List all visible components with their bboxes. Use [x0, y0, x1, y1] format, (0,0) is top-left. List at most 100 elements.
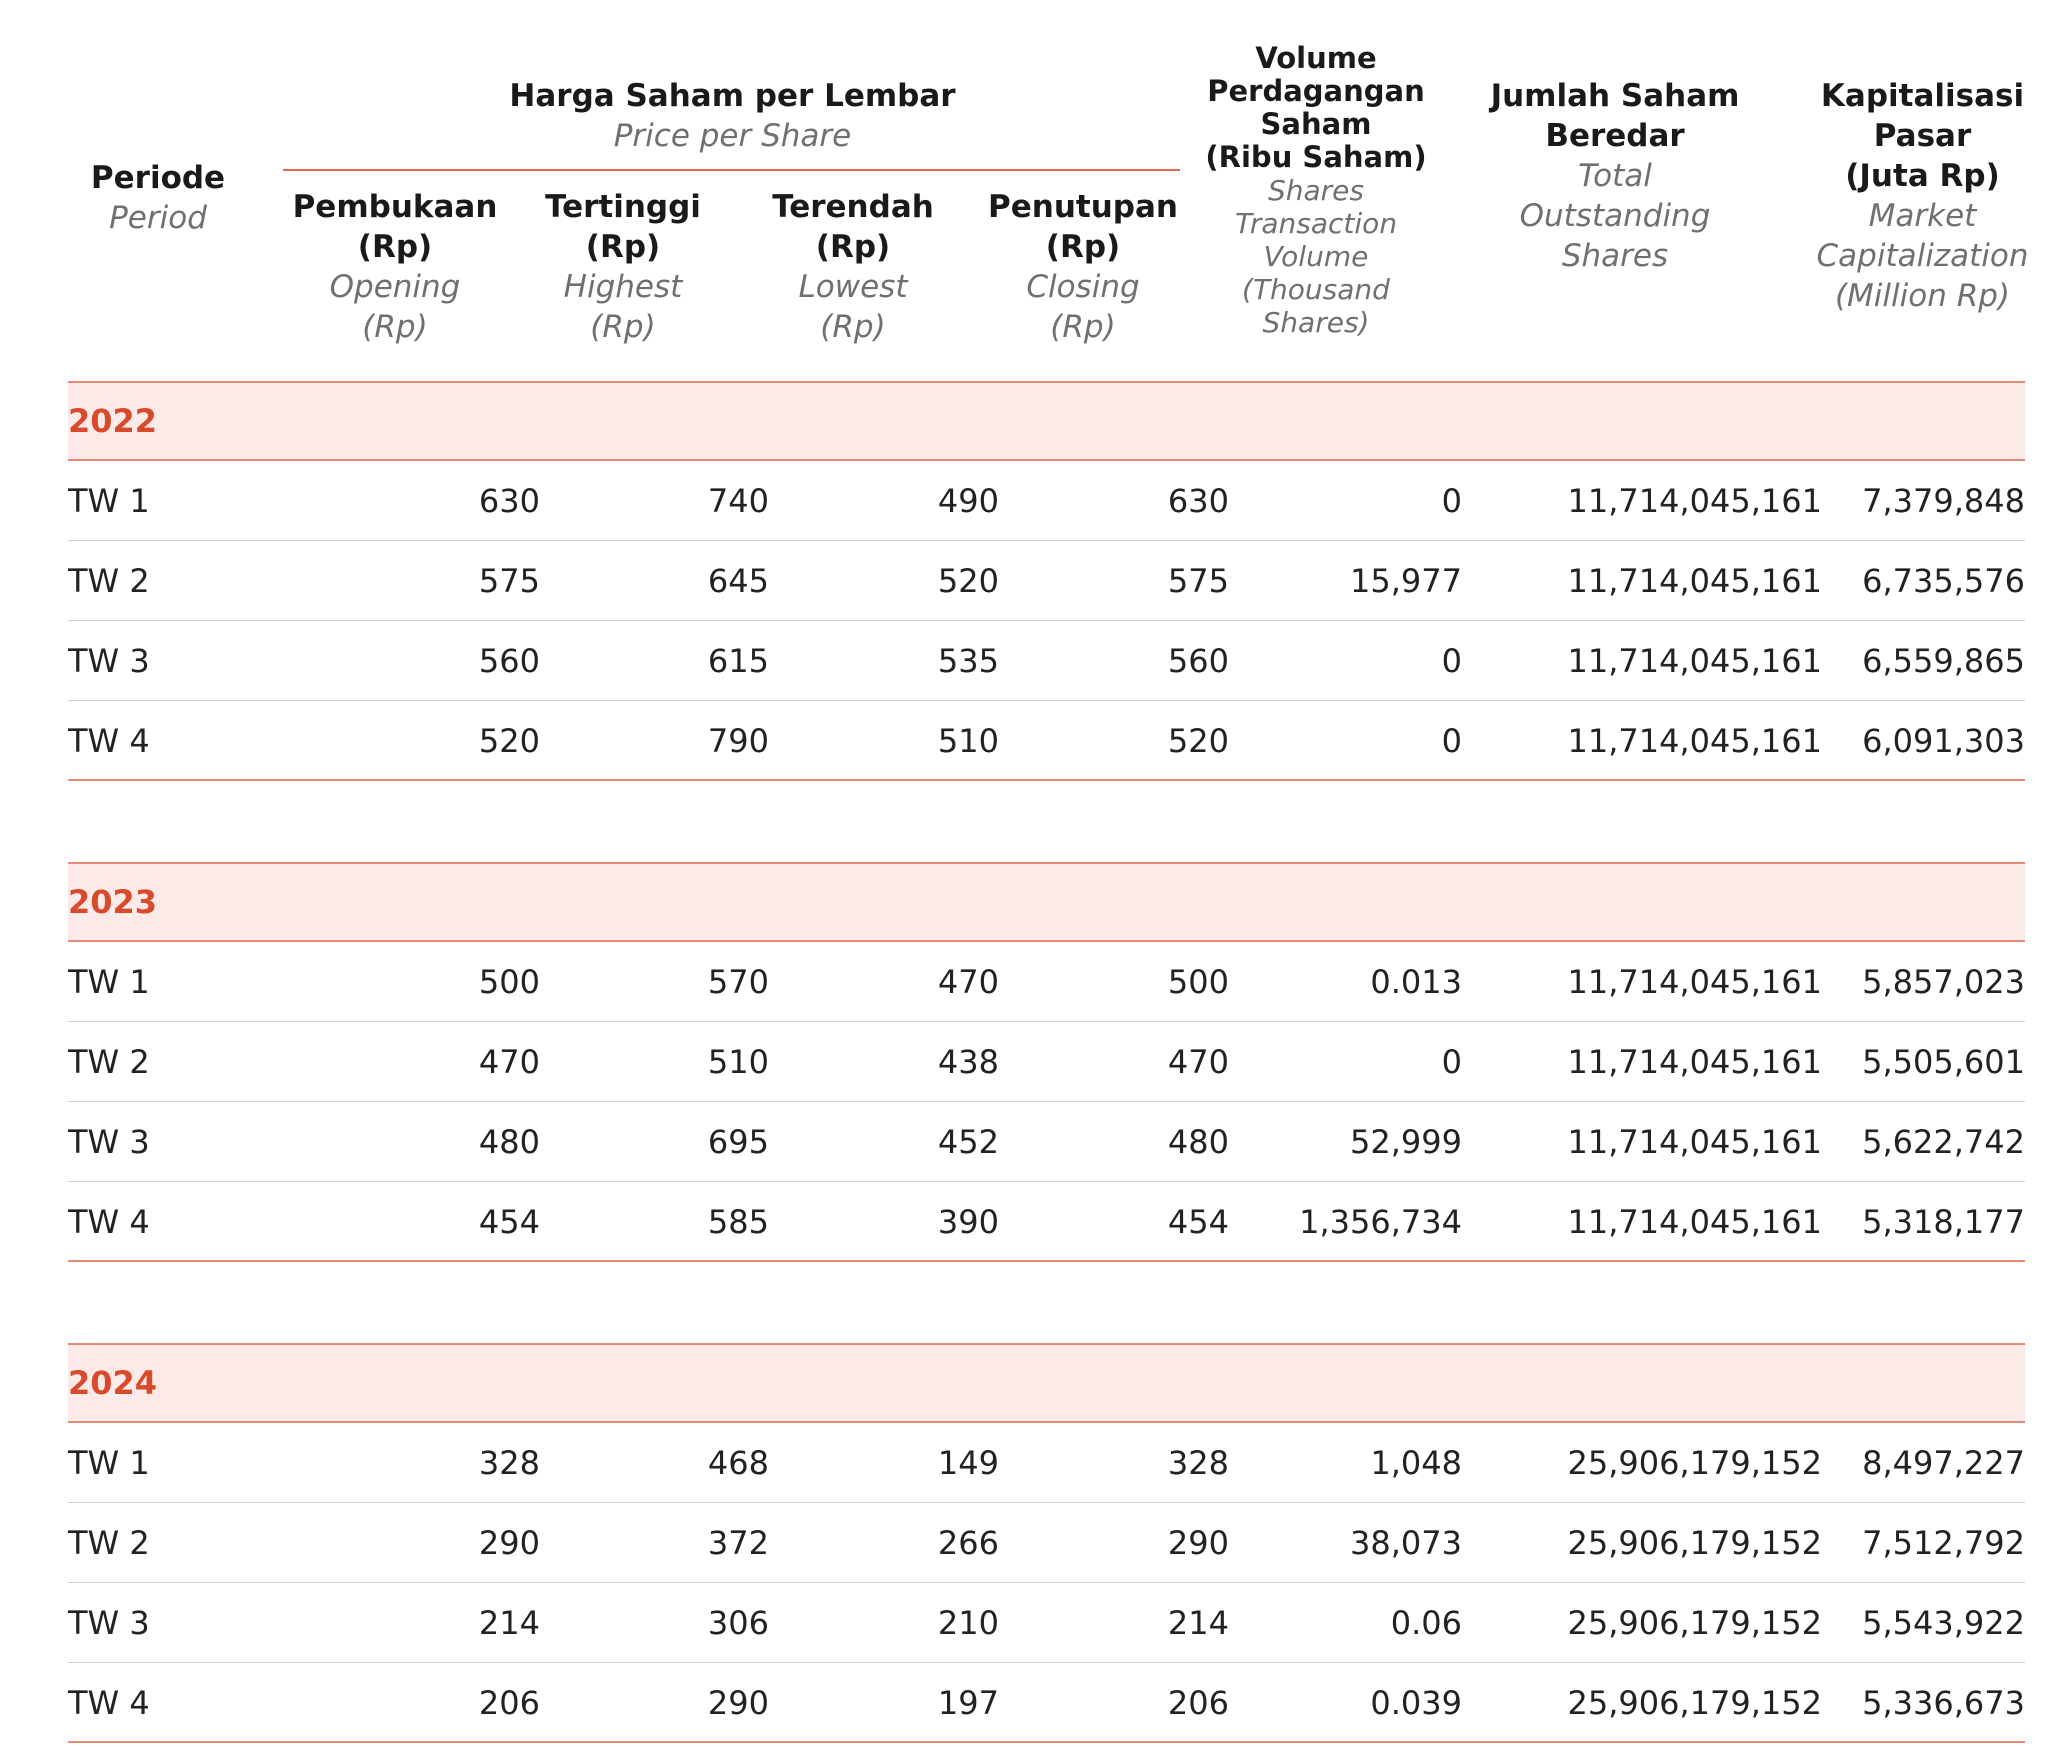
header-closing-id-2: (Rp): [1045, 229, 1121, 265]
year-label: 2023: [68, 883, 158, 921]
cell-market-cap: 5,543,922: [1862, 1604, 2025, 1642]
cell-outstanding: 11,714,045,161: [1567, 642, 1822, 680]
cell-closing: 470: [1167, 1043, 1229, 1081]
cell-volume: 1,356,734: [1299, 1203, 1462, 1241]
cell-opening: 214: [478, 1604, 540, 1642]
cell-opening: 575: [478, 562, 540, 600]
cell-opening: 630: [478, 482, 540, 520]
cell-period: TW 3: [68, 1123, 150, 1161]
cell-closing: 575: [1167, 562, 1229, 600]
cell-market-cap: 5,505,601: [1862, 1043, 2025, 1081]
cell-opening: 500: [478, 963, 540, 1001]
cell-lowest: 535: [937, 642, 999, 680]
header-price-group-id: Harga Saham per Lembar: [509, 78, 956, 114]
year-band: 2022: [68, 381, 2025, 461]
cell-period: TW 2: [68, 562, 150, 600]
cell-period: TW 4: [68, 1203, 150, 1241]
header-outstanding-id-1: Jumlah Saham: [1490, 78, 1740, 114]
cell-closing: 214: [1167, 1604, 1229, 1642]
cell-highest: 290: [707, 1684, 769, 1722]
header-opening-en-2: (Rp): [362, 309, 428, 345]
cell-highest: 510: [707, 1043, 769, 1081]
cell-market-cap: 6,735,576: [1862, 562, 2025, 600]
cell-lowest: 210: [937, 1604, 999, 1642]
cell-highest: 645: [707, 562, 769, 600]
cell-volume: 0: [1441, 482, 1462, 520]
cell-opening: 328: [478, 1444, 540, 1482]
cell-outstanding: 25,906,179,152: [1567, 1444, 1822, 1482]
cell-volume: 0.013: [1370, 963, 1462, 1001]
cell-highest: 468: [707, 1444, 769, 1482]
cell-highest: 695: [707, 1123, 769, 1161]
cell-lowest: 149: [937, 1444, 999, 1482]
header-price-group-en: Price per Share: [613, 118, 852, 154]
cell-market-cap: 7,512,792: [1862, 1524, 2025, 1562]
cell-highest: 585: [707, 1203, 769, 1241]
header-outstanding-en-3: Shares: [1561, 238, 1669, 274]
cell-period: TW 3: [68, 1604, 150, 1642]
header-outstanding-en-1: Total: [1578, 158, 1652, 194]
cell-outstanding: 11,714,045,161: [1567, 562, 1822, 600]
cell-outstanding: 25,906,179,152: [1567, 1524, 1822, 1562]
cell-opening: 206: [478, 1684, 540, 1722]
cell-highest: 372: [707, 1524, 769, 1562]
cell-closing: 560: [1167, 642, 1229, 680]
cell-market-cap: 6,559,865: [1862, 642, 2025, 680]
cell-outstanding: 11,714,045,161: [1567, 1123, 1822, 1161]
cell-opening: 470: [478, 1043, 540, 1081]
cell-volume: 0.06: [1390, 1604, 1462, 1642]
header-volume-id-1: Volume: [1255, 41, 1377, 75]
header-volume-en-5: Shares): [1262, 306, 1370, 339]
cell-period: TW 4: [68, 1684, 150, 1722]
header-highest: Tertinggi (Rp) Highest (Rp): [518, 187, 728, 347]
header-price-divider: [283, 169, 1180, 171]
cell-outstanding: 11,714,045,161: [1567, 482, 1822, 520]
cell-market-cap: 8,497,227: [1862, 1444, 2025, 1482]
header-lowest: Terendah (Rp) Lowest (Rp): [748, 187, 958, 347]
cell-volume: 0: [1441, 1043, 1462, 1081]
year-band: 2024: [68, 1343, 2025, 1423]
cell-volume: 52,999: [1350, 1123, 1462, 1161]
header-opening-id-1: Pembukaan: [292, 189, 498, 225]
cell-volume: 0: [1441, 642, 1462, 680]
year-label: 2024: [68, 1364, 158, 1402]
cell-period: TW 1: [68, 1444, 150, 1482]
header-closing-en-2: (Rp): [1050, 309, 1116, 345]
cell-period: TW 2: [68, 1043, 150, 1081]
cell-period: TW 2: [68, 1524, 150, 1562]
header-volume-en-4: (Thousand: [1242, 273, 1390, 306]
cell-volume: 0: [1441, 722, 1462, 760]
cell-market-cap: 5,336,673: [1862, 1684, 2025, 1722]
cell-opening: 454: [478, 1203, 540, 1241]
cell-closing: 290: [1167, 1524, 1229, 1562]
header-lowest-id-1: Terendah: [772, 189, 934, 225]
cell-lowest: 510: [937, 722, 999, 760]
header-volume-en-3: Volume: [1263, 240, 1369, 273]
cell-opening: 520: [478, 722, 540, 760]
cell-closing: 454: [1167, 1203, 1229, 1241]
cell-closing: 500: [1167, 963, 1229, 1001]
header-market-cap-en-3: (Million Rp): [1834, 278, 2011, 314]
cell-closing: 630: [1167, 482, 1229, 520]
cell-volume: 15,977: [1350, 562, 1462, 600]
header-opening-id-2: (Rp): [357, 229, 433, 265]
cell-period: TW 1: [68, 482, 150, 520]
cell-lowest: 390: [937, 1203, 999, 1241]
cell-highest: 570: [707, 963, 769, 1001]
cell-opening: 480: [478, 1123, 540, 1161]
header-market-cap-id-2: Pasar: [1873, 118, 1972, 154]
cell-closing: 520: [1167, 722, 1229, 760]
cell-opening: 560: [478, 642, 540, 680]
header-opening-en-1: Opening: [329, 269, 461, 305]
cell-lowest: 438: [937, 1043, 999, 1081]
